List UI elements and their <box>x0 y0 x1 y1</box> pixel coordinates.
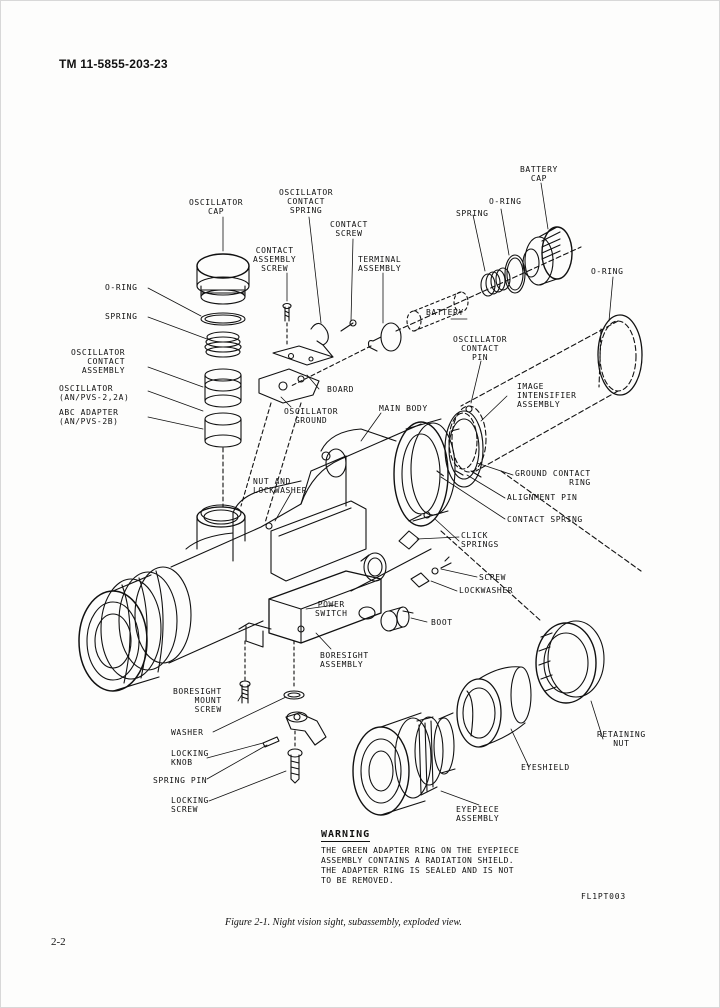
warning-title: WARNING <box>321 829 371 842</box>
label-terminal-assembly: TERMINAL ASSEMBLY <box>358 255 402 273</box>
label-lockwasher: LOCKWASHER <box>459 586 514 595</box>
label-contact-screw: CONTACT SCREW <box>330 220 368 238</box>
label-spring-left: SPRING <box>105 312 138 321</box>
tm-number: TM 11-5855-203-23 <box>59 57 168 71</box>
label-oscillator-contact-pin: OSCILLATOR CONTACT PIN <box>453 335 508 362</box>
label-click-springs: CLICK SPRINGS <box>461 531 499 549</box>
small-hardware <box>381 512 451 631</box>
label-spring-pin: SPRING PIN <box>153 776 208 785</box>
label-nut-and-lockwasher: NUT AND LOCKWASHER <box>253 477 308 495</box>
label-contact-assembly-screw: CONTACT ASSEMBLY SCREW <box>253 246 297 273</box>
label-image-intensifier-assembly: IMAGE INTENSIFIER ASSEMBLY <box>517 382 577 409</box>
label-washer: WASHER <box>171 728 204 737</box>
label-oscillator-contact-assembly: OSCILLATOR CONTACT ASSEMBLY <box>71 348 126 375</box>
page-number: 2-2 <box>51 936 66 948</box>
battery-parts <box>291 227 581 386</box>
label-oscillator-ground: OSCILLATOR GROUND <box>284 407 339 425</box>
contact-assembly-part <box>241 304 356 524</box>
label-contact-spring: CONTACT SPRING <box>507 515 583 524</box>
label-spring-top: SPRING <box>456 209 489 218</box>
label-board: BOARD <box>327 385 355 394</box>
label-battery-cap: BATTERY CAP <box>520 165 558 183</box>
label-abc-adapter: ABC ADAPTER (AN/PVS-2B) <box>59 408 119 426</box>
warning-text: THE GREEN ADAPTER RING ON THE EYEPIECE A… <box>321 846 520 885</box>
label-oscillator-cap: OSCILLATOR CAP <box>189 198 244 216</box>
label-locking-screw: LOCKING SCREW <box>171 796 209 814</box>
label-screw: SCREW <box>479 573 507 582</box>
figure-code: FL1PT003 <box>581 892 626 901</box>
label-alignment-pin: ALIGNMENT PIN <box>507 493 578 502</box>
label-o-ring-right: O-RING <box>591 267 624 276</box>
label-eyeshield: EYESHIELD <box>521 763 570 772</box>
label-main-body: MAIN BODY <box>379 404 428 413</box>
label-eyepiece-assembly: EYEPIECE ASSEMBLY <box>456 805 500 823</box>
label-power-switch: POWER SWITCH <box>315 600 348 618</box>
label-boresight-mount-screw: BORESIGHT MOUNT SCREW <box>173 687 222 714</box>
label-boresight-assembly: BORESIGHT ASSEMBLY <box>320 651 369 669</box>
label-boot: BOOT <box>431 618 453 627</box>
label-oscillator-anpvs: OSCILLATOR (AN/PVS-2,2A) <box>59 384 130 402</box>
label-battery: BATTERY <box>426 308 464 317</box>
label-ground-contact-ring: GROUND CONTACT RING <box>515 469 591 487</box>
o-ring-front <box>437 315 642 487</box>
boresight-hardware <box>240 641 326 783</box>
label-retaining-nut: RETAINING NUT <box>597 730 646 748</box>
label-o-ring-top: O-RING <box>489 197 522 206</box>
eyepiece-parts <box>353 471 641 815</box>
label-locking-knob: LOCKING KNOB <box>171 749 209 767</box>
leader-lines <box>148 183 613 805</box>
label-oscillator-contact-spring: OSCILLATOR CONTACT SPRING <box>279 188 334 215</box>
label-o-ring-left: O-RING <box>105 283 138 292</box>
main-body-part <box>79 419 455 691</box>
oscillator-stack <box>197 254 249 507</box>
figure-caption: Figure 2-1. Night vision sight, subassem… <box>225 917 462 928</box>
